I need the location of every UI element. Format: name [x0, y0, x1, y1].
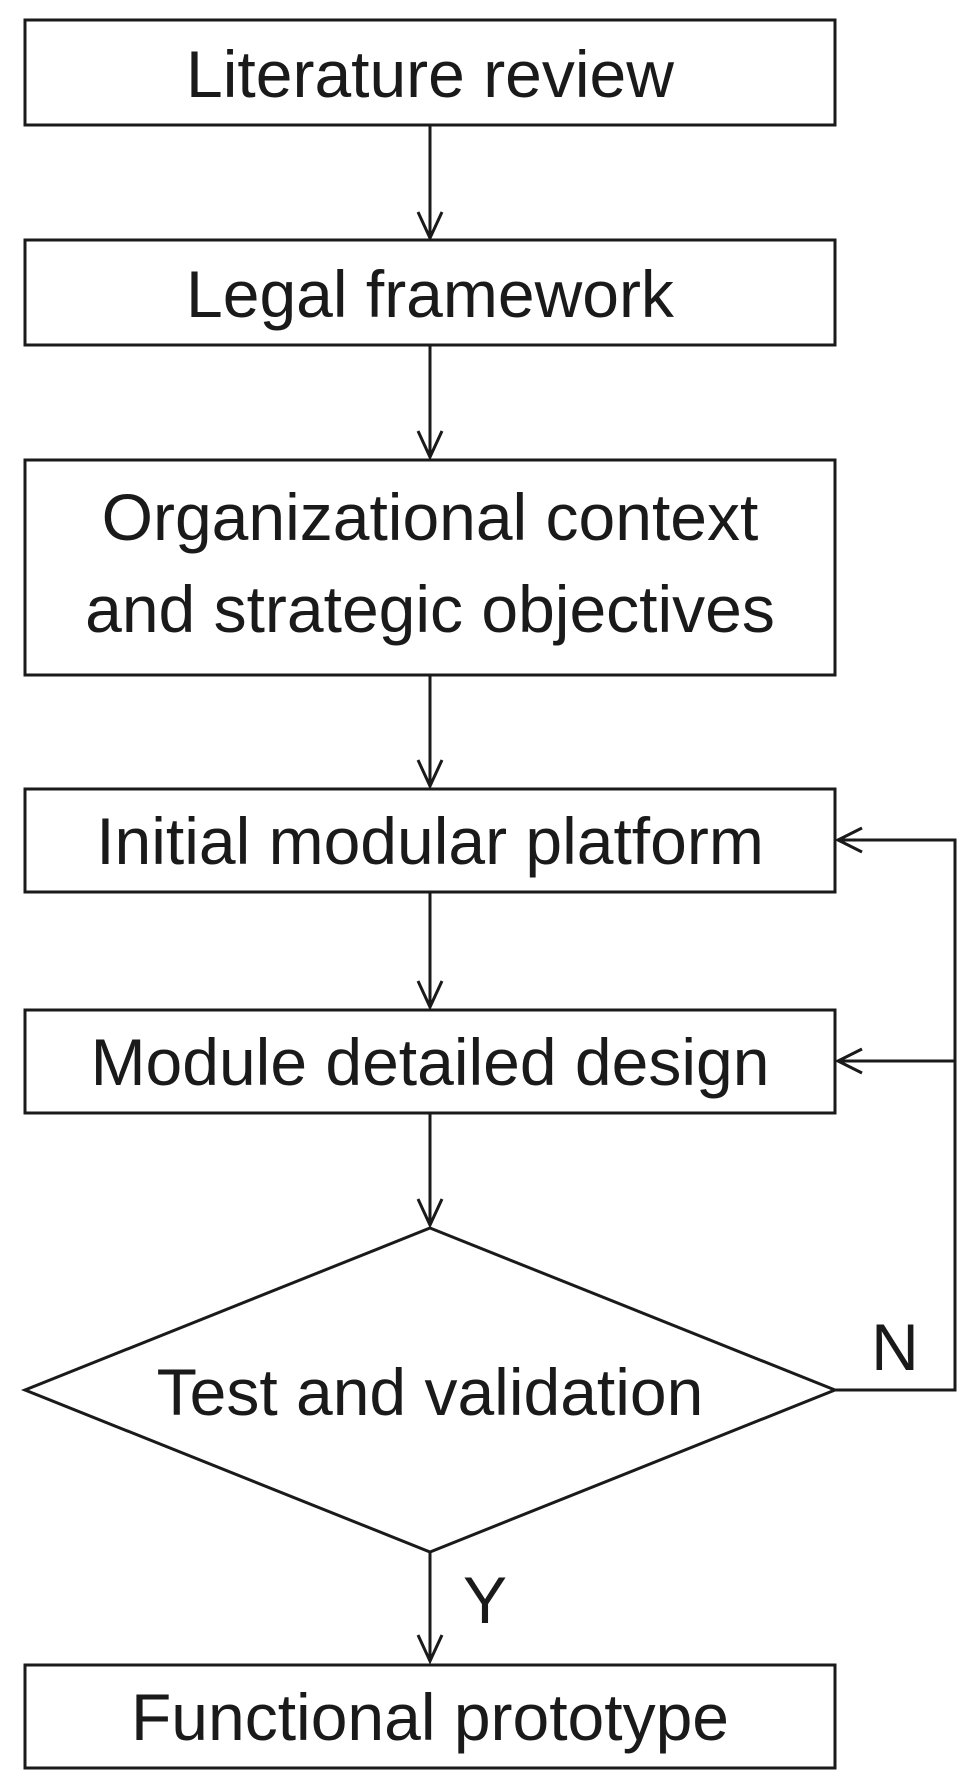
step-label-line2: and strategic objectives: [85, 572, 775, 646]
arrow-test-to-prototype: Y: [416, 1552, 507, 1665]
arrow-legal-to-organizational: [416, 345, 444, 461]
step-box: [23, 238, 837, 347]
step-initial-platform: Initial modular platform: [23, 787, 837, 894]
step-box: [23, 458, 837, 677]
step-legal-framework: Legal framework: [23, 238, 837, 347]
step-label: Legal framework: [186, 257, 675, 331]
arrow-literature-to-legal: [416, 125, 444, 242]
arrow-organizational-to-platform: [416, 675, 444, 790]
step-organizational-context: Organizational context and strategic obj…: [23, 458, 837, 677]
step-box: [23, 18, 837, 127]
step-literature-review: Literature review: [23, 18, 837, 127]
step-functional-prototype: Functional prototype: [23, 1663, 837, 1770]
arrowhead-to-platform: [834, 826, 863, 854]
step-label: Initial modular platform: [96, 804, 764, 878]
step-box: [23, 1008, 837, 1115]
step-label-line1: Organizational context: [102, 480, 759, 554]
step-module-design: Module detailed design: [23, 1008, 837, 1115]
arrow-platform-to-design: [416, 892, 444, 1011]
step-label: Literature review: [186, 37, 674, 111]
feedback-loop-no: N: [834, 826, 957, 1392]
arrowhead-to-design: [834, 1047, 863, 1075]
no-label: N: [871, 1310, 919, 1384]
step-label: Functional prototype: [131, 1680, 729, 1754]
step-label: Module detailed design: [91, 1025, 770, 1099]
yes-label: Y: [463, 1563, 507, 1637]
decision-label: Test and validation: [157, 1355, 704, 1429]
arrow-design-to-test: [416, 1113, 444, 1229]
step-box: [23, 1663, 837, 1770]
decision-test-validation: Test and validation: [20, 1226, 840, 1554]
